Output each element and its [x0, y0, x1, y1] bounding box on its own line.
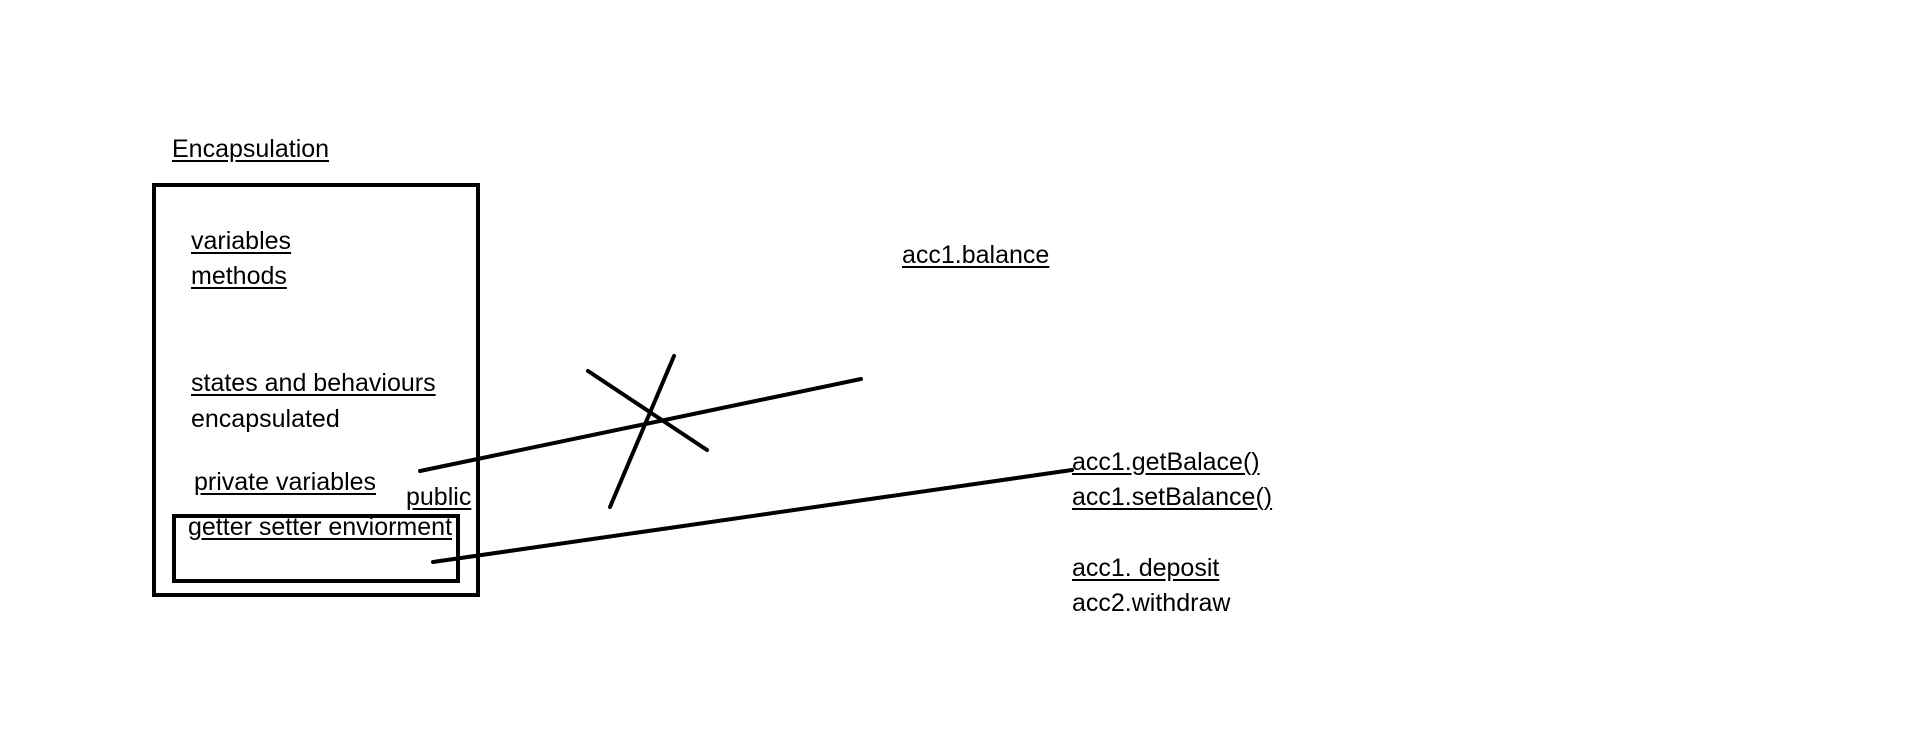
label-public: public	[406, 483, 472, 511]
label-withdraw: acc2.withdraw	[1072, 589, 1231, 617]
label-methods: methods	[191, 262, 287, 290]
getter-setter-line	[431, 468, 1074, 564]
getter-setter-box	[172, 514, 460, 583]
encapsulation-box	[152, 183, 480, 597]
cross-mark-stroke-1	[586, 369, 709, 452]
label-acc1-balance: acc1.balance	[902, 241, 1050, 269]
label-get-balance: acc1.getBalace()	[1072, 448, 1260, 476]
diagram-title: Encapsulation	[172, 135, 330, 163]
label-private-variables: private variables	[194, 468, 377, 496]
label-variables: variables	[191, 227, 292, 255]
label-states-behaviours: states and behaviours	[191, 369, 436, 397]
cross-mark-stroke-2	[608, 354, 676, 509]
label-deposit: acc1. deposit	[1072, 554, 1220, 582]
blocked-access-line	[418, 377, 863, 473]
label-encapsulated: encapsulated	[191, 405, 340, 433]
label-getter-setter: getter setter enviorment	[188, 513, 453, 541]
label-set-balance: acc1.setBalance()	[1072, 483, 1273, 511]
